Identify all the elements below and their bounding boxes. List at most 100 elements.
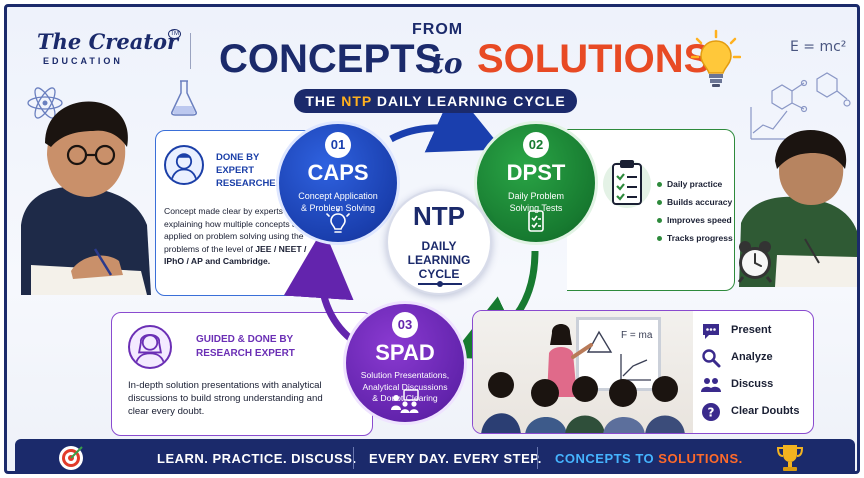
arrow-spad-to-caps xyxy=(283,228,354,342)
dpst-benefit-item: Daily practice xyxy=(657,175,733,193)
step-dpst-circle: 02 DPST Daily Problem Solving Tests xyxy=(474,121,598,245)
magnifier-icon xyxy=(702,349,721,368)
title-concepts: CONCEPTS xyxy=(219,37,442,81)
step-name: Solution Presentations, Analytical Discu… xyxy=(348,370,462,405)
step-name-line2: Solving Tests xyxy=(509,203,563,213)
logo-word-the: The xyxy=(37,29,82,54)
logo-tagline: EDUCATION xyxy=(43,56,123,66)
ntp-subtitle-line3: CYCLE xyxy=(418,267,460,281)
triangle-diagram-icon xyxy=(586,330,613,353)
step-name: Daily Problem Solving Tests xyxy=(483,190,589,214)
step-caps-circle: 01 CAPS Concept Application & Problem So… xyxy=(276,121,400,245)
expert-researcher-avatar xyxy=(164,145,204,185)
trademark-mark: TM xyxy=(168,29,181,39)
footer-slogan-3-part1: CONCEPTS TO xyxy=(555,451,655,466)
caps-desc-end: and Cambridge. xyxy=(205,256,271,266)
trophy-icon xyxy=(776,445,804,471)
dpst-benefit-item: Tracks progress xyxy=(657,229,733,247)
step-name-line1: Solution Presentations, xyxy=(360,370,450,380)
flask-icon xyxy=(171,80,197,116)
speech-bubble-icon xyxy=(703,324,719,339)
infographic-frame: The Creator EDUCATION TM FROM CONCEPTS t… xyxy=(4,4,860,474)
footer-slogan-1: LEARN. PRACTICE. DISCUSS. xyxy=(157,451,357,466)
clipboard-check-icon xyxy=(528,210,544,232)
subtitle-after: DAILY LEARNING CYCLE xyxy=(371,93,566,109)
footer-slogan-2: EVERY DAY. EVERY STEP. xyxy=(369,451,542,466)
footer-divider xyxy=(537,447,538,469)
caps-expert-line1: DONE BY xyxy=(216,152,260,163)
students-and-teacher-illustration xyxy=(481,324,685,433)
action-label: Present xyxy=(731,324,772,336)
subtitle-highlight: NTP xyxy=(341,93,372,109)
caps-expert-label: DONE BY EXPERT RESEARCHER xyxy=(216,151,286,190)
step-name-line2: Analytical Discussions xyxy=(362,381,448,392)
step-name-line3: & Doubt Clearing xyxy=(372,393,438,403)
action-label: Discuss xyxy=(731,378,774,390)
ntp-subtitle-line1: DAILY xyxy=(421,239,457,253)
dpst-benefit-item: Improves speed xyxy=(657,211,733,229)
presentation-group-icon xyxy=(391,389,419,413)
logo-word-creator: Creator xyxy=(88,29,179,54)
lightbulb-icon xyxy=(326,208,350,233)
main-title: CONCEPTS to SOLUTIONS xyxy=(219,37,710,83)
step-code: CAPS xyxy=(307,160,369,185)
caps-expert-line2: EXPERT xyxy=(216,165,255,176)
student-studying-illustration xyxy=(21,101,151,295)
step-number: 01 xyxy=(325,132,351,158)
title-to: to xyxy=(431,47,463,80)
ntp-divider xyxy=(418,281,462,287)
alarm-clock-icon xyxy=(737,241,773,283)
caps-desc-text: Concept made clear by experts by explain… xyxy=(164,206,305,254)
classroom-illustration: F = ma xyxy=(473,311,693,433)
step-name-line2: & Problem Solving xyxy=(300,203,376,213)
people-icon xyxy=(701,378,721,392)
arrow-caps-to-dpst xyxy=(389,107,503,153)
step-name-line1: Daily Problem xyxy=(507,191,565,201)
question-icon: ? xyxy=(702,403,720,421)
footer-divider xyxy=(353,447,354,469)
brand-logo: The Creator EDUCATION TM xyxy=(37,29,181,66)
caps-desc-exams: JEE / NEET / IPhO / AP xyxy=(164,243,307,267)
step-number: 03 xyxy=(392,312,418,338)
logo-wordmark: The Creator xyxy=(37,29,179,54)
footer-slogan-3: CONCEPTS TO SOLUTIONS. xyxy=(555,451,743,466)
spad-description: In-depth solution presentations with ana… xyxy=(128,380,323,417)
clipboard-checklist-icon xyxy=(603,160,651,208)
step-spad-circle: 03 SPAD Solution Presentations, Analytic… xyxy=(343,301,467,425)
step-number: 02 xyxy=(523,132,549,158)
spad-expert-label: GUIDED & DONE BY RESEARCH EXPERT xyxy=(196,333,295,361)
ntp-title: NTP xyxy=(413,201,465,231)
svg-text:?: ? xyxy=(708,406,715,420)
step-code: DPST xyxy=(506,160,566,185)
target-icon xyxy=(59,446,83,470)
action-label: Analyze xyxy=(731,351,773,363)
dpst-benefit-item: Builds accuracy xyxy=(657,193,733,211)
header-divider xyxy=(190,33,191,69)
ntp-subtitle-line2: LEARNING xyxy=(407,253,471,267)
spad-info-card: GUIDED & DONE BY RESEARCH EXPERT In-dept… xyxy=(111,312,373,436)
footer-banner: LEARN. PRACTICE. DISCUSS. EVERY DAY. EVE… xyxy=(15,439,855,471)
ntp-center-hub: NTP DAILY LEARNING CYCLE xyxy=(386,189,492,295)
logo-dot-accent xyxy=(81,29,88,54)
formula-emc: E = mc² xyxy=(790,39,847,55)
title-solutions: SOLUTIONS xyxy=(477,37,711,81)
subtitle-banner: THE NTP DAILY LEARNING CYCLE xyxy=(294,89,577,113)
molecule-doodle-icon xyxy=(771,72,851,113)
title-from: FROM xyxy=(412,21,464,38)
subtitle-before: THE xyxy=(305,93,342,109)
footer-slogan-3-part2: SOLUTIONS. xyxy=(654,451,743,466)
dpst-info-card xyxy=(567,129,735,291)
spad-expert-line2: RESEARCH EXPERT xyxy=(196,348,295,359)
research-expert-avatar xyxy=(128,325,172,369)
classroom-panel: F = ma xyxy=(472,310,814,434)
step-name: Concept Application & Problem Solving xyxy=(285,190,391,214)
action-label: Clear Doubts xyxy=(731,405,800,417)
caps-description: Concept made clear by experts by explain… xyxy=(164,205,314,268)
lightbulb-icon xyxy=(691,29,741,87)
caps-expert-line3: RESEARCHER xyxy=(216,178,283,189)
dpst-benefits-list: Daily practice Builds accuracy Improves … xyxy=(657,175,733,247)
board-formula: F = ma xyxy=(621,330,653,341)
step-code: SPAD xyxy=(375,340,435,365)
spad-expert-line1: GUIDED & DONE BY xyxy=(196,334,294,345)
step-name-line1: Concept Application xyxy=(298,191,378,201)
